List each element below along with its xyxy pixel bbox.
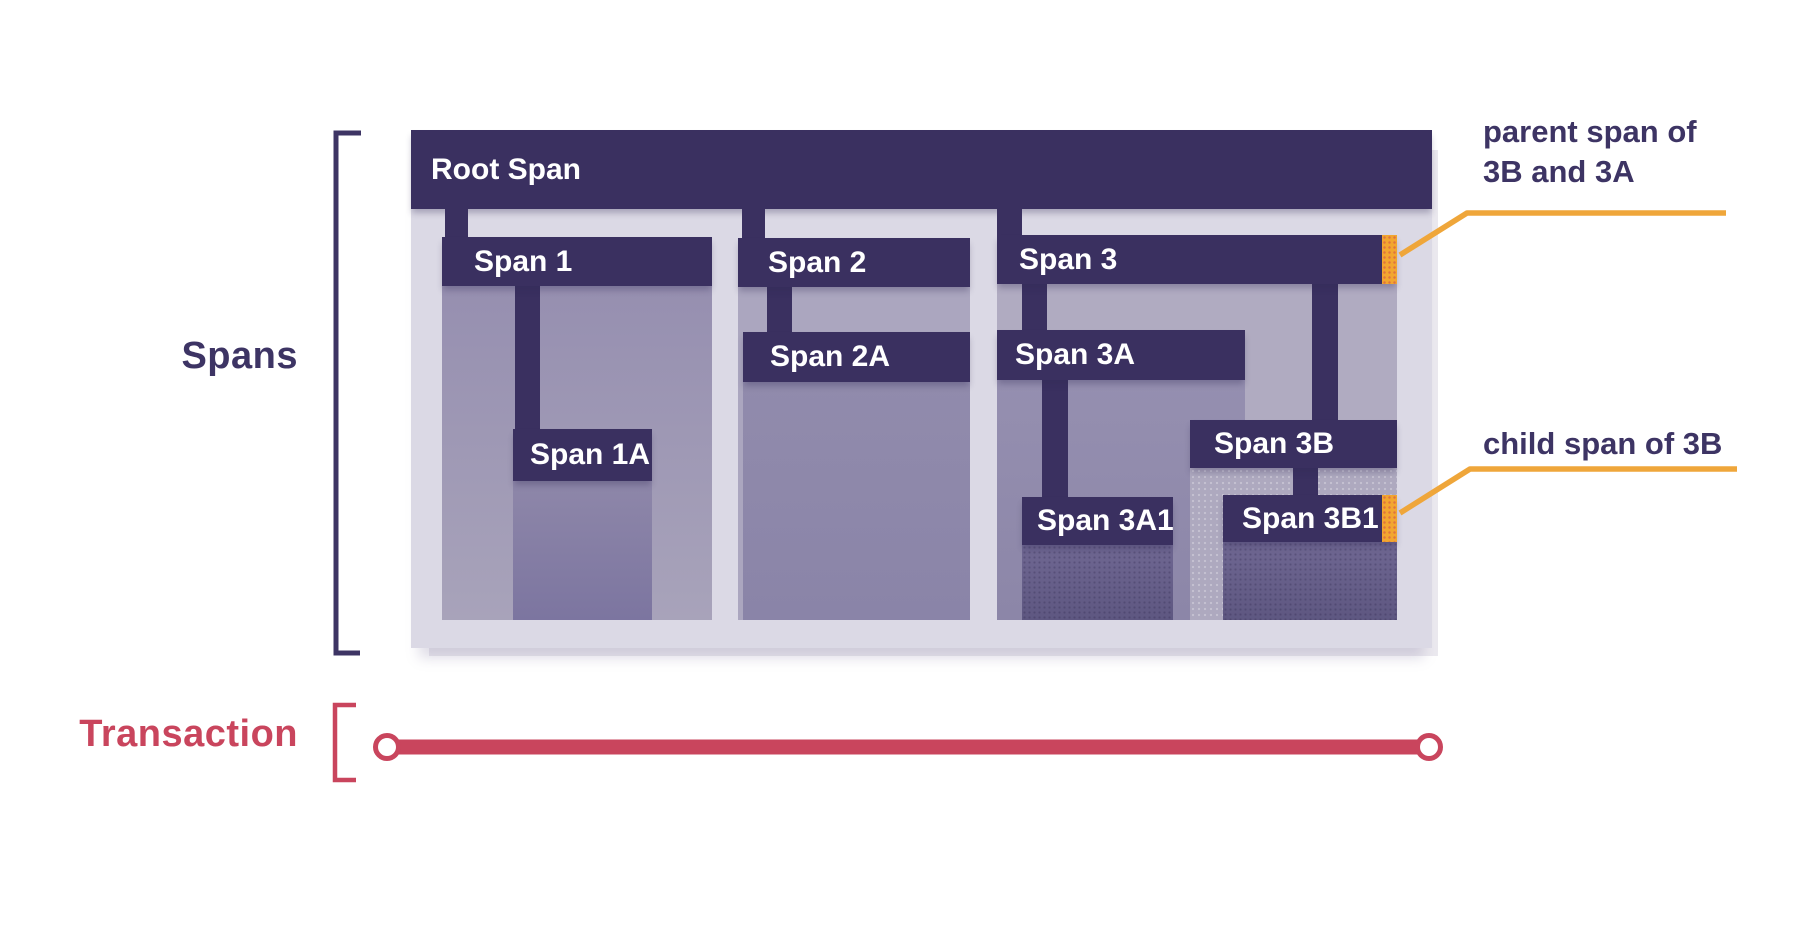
span-1a-bar: Span 1A [513, 429, 652, 481]
transaction-section-label: Transaction [79, 713, 298, 755]
span-3b-bar: Span 3B [1190, 420, 1397, 468]
root-span-label: Root Span [431, 152, 581, 186]
connector-span-1-to-1a [515, 286, 540, 430]
transaction-end-circle [1415, 733, 1443, 761]
connector-span-3-to-3a [1022, 284, 1047, 331]
span-3b-label: Span 3B [1214, 427, 1335, 460]
connector-span-3b-to-3b1 [1293, 468, 1318, 496]
child-span-highlight-marker [1382, 495, 1397, 542]
parent-span-highlight-marker [1382, 235, 1397, 284]
span-2-label: Span 2 [768, 245, 867, 279]
connector-root-to-span-2 [742, 209, 765, 239]
connector-span-3a-to-3a1 [1042, 380, 1068, 498]
annotation-parent-span: parent span of 3B and 3A [1483, 114, 1697, 189]
span-2a-label: Span 2A [770, 340, 891, 373]
connector-root-to-span-3 [997, 209, 1022, 236]
span-3-label: Span 3 [1019, 242, 1118, 276]
span-3a-bar: Span 3A [997, 330, 1245, 380]
parent-annotation-callout-line [1398, 210, 1726, 258]
connector-span-2-to-2a [767, 287, 792, 333]
span-3a1-bar: Span 3A1 [1022, 497, 1174, 545]
span-1a-label: Span 1A [530, 438, 651, 471]
span-1a-coverage [513, 481, 652, 620]
connector-root-to-span-1 [445, 209, 468, 237]
span-1-bar: Span 1 [442, 237, 712, 286]
span-2a-coverage [743, 382, 970, 620]
span-3a1-label: Span 3A1 [1037, 504, 1174, 537]
span-2-bar: Span 2 [738, 238, 970, 287]
root-span-coverage: Root Span Span 1 Span 1A Span 2 [411, 130, 1432, 648]
span-3b1-bar: Span 3B1 [1223, 495, 1397, 542]
span-3a1-coverage [1022, 545, 1173, 620]
span-3b1-coverage [1223, 542, 1397, 620]
root-span-bar: Root Span [411, 130, 1432, 209]
span-3-bar: Span 3 [997, 235, 1397, 284]
span-3a-label: Span 3A [1015, 338, 1136, 371]
annotation-child-span: child span of 3B [1483, 426, 1723, 461]
connector-span-3-to-3b [1312, 284, 1338, 421]
span-2a-bar: Span 2A [743, 332, 970, 382]
spans-bracket [333, 130, 361, 656]
span-1-label: Span 1 [474, 244, 573, 278]
transaction-bracket [332, 702, 356, 783]
child-annotation-callout-line [1398, 466, 1737, 516]
transaction-start-circle [373, 733, 401, 761]
span-3b1-label: Span 3B1 [1242, 501, 1379, 535]
spans-section-label: Spans [181, 335, 298, 377]
